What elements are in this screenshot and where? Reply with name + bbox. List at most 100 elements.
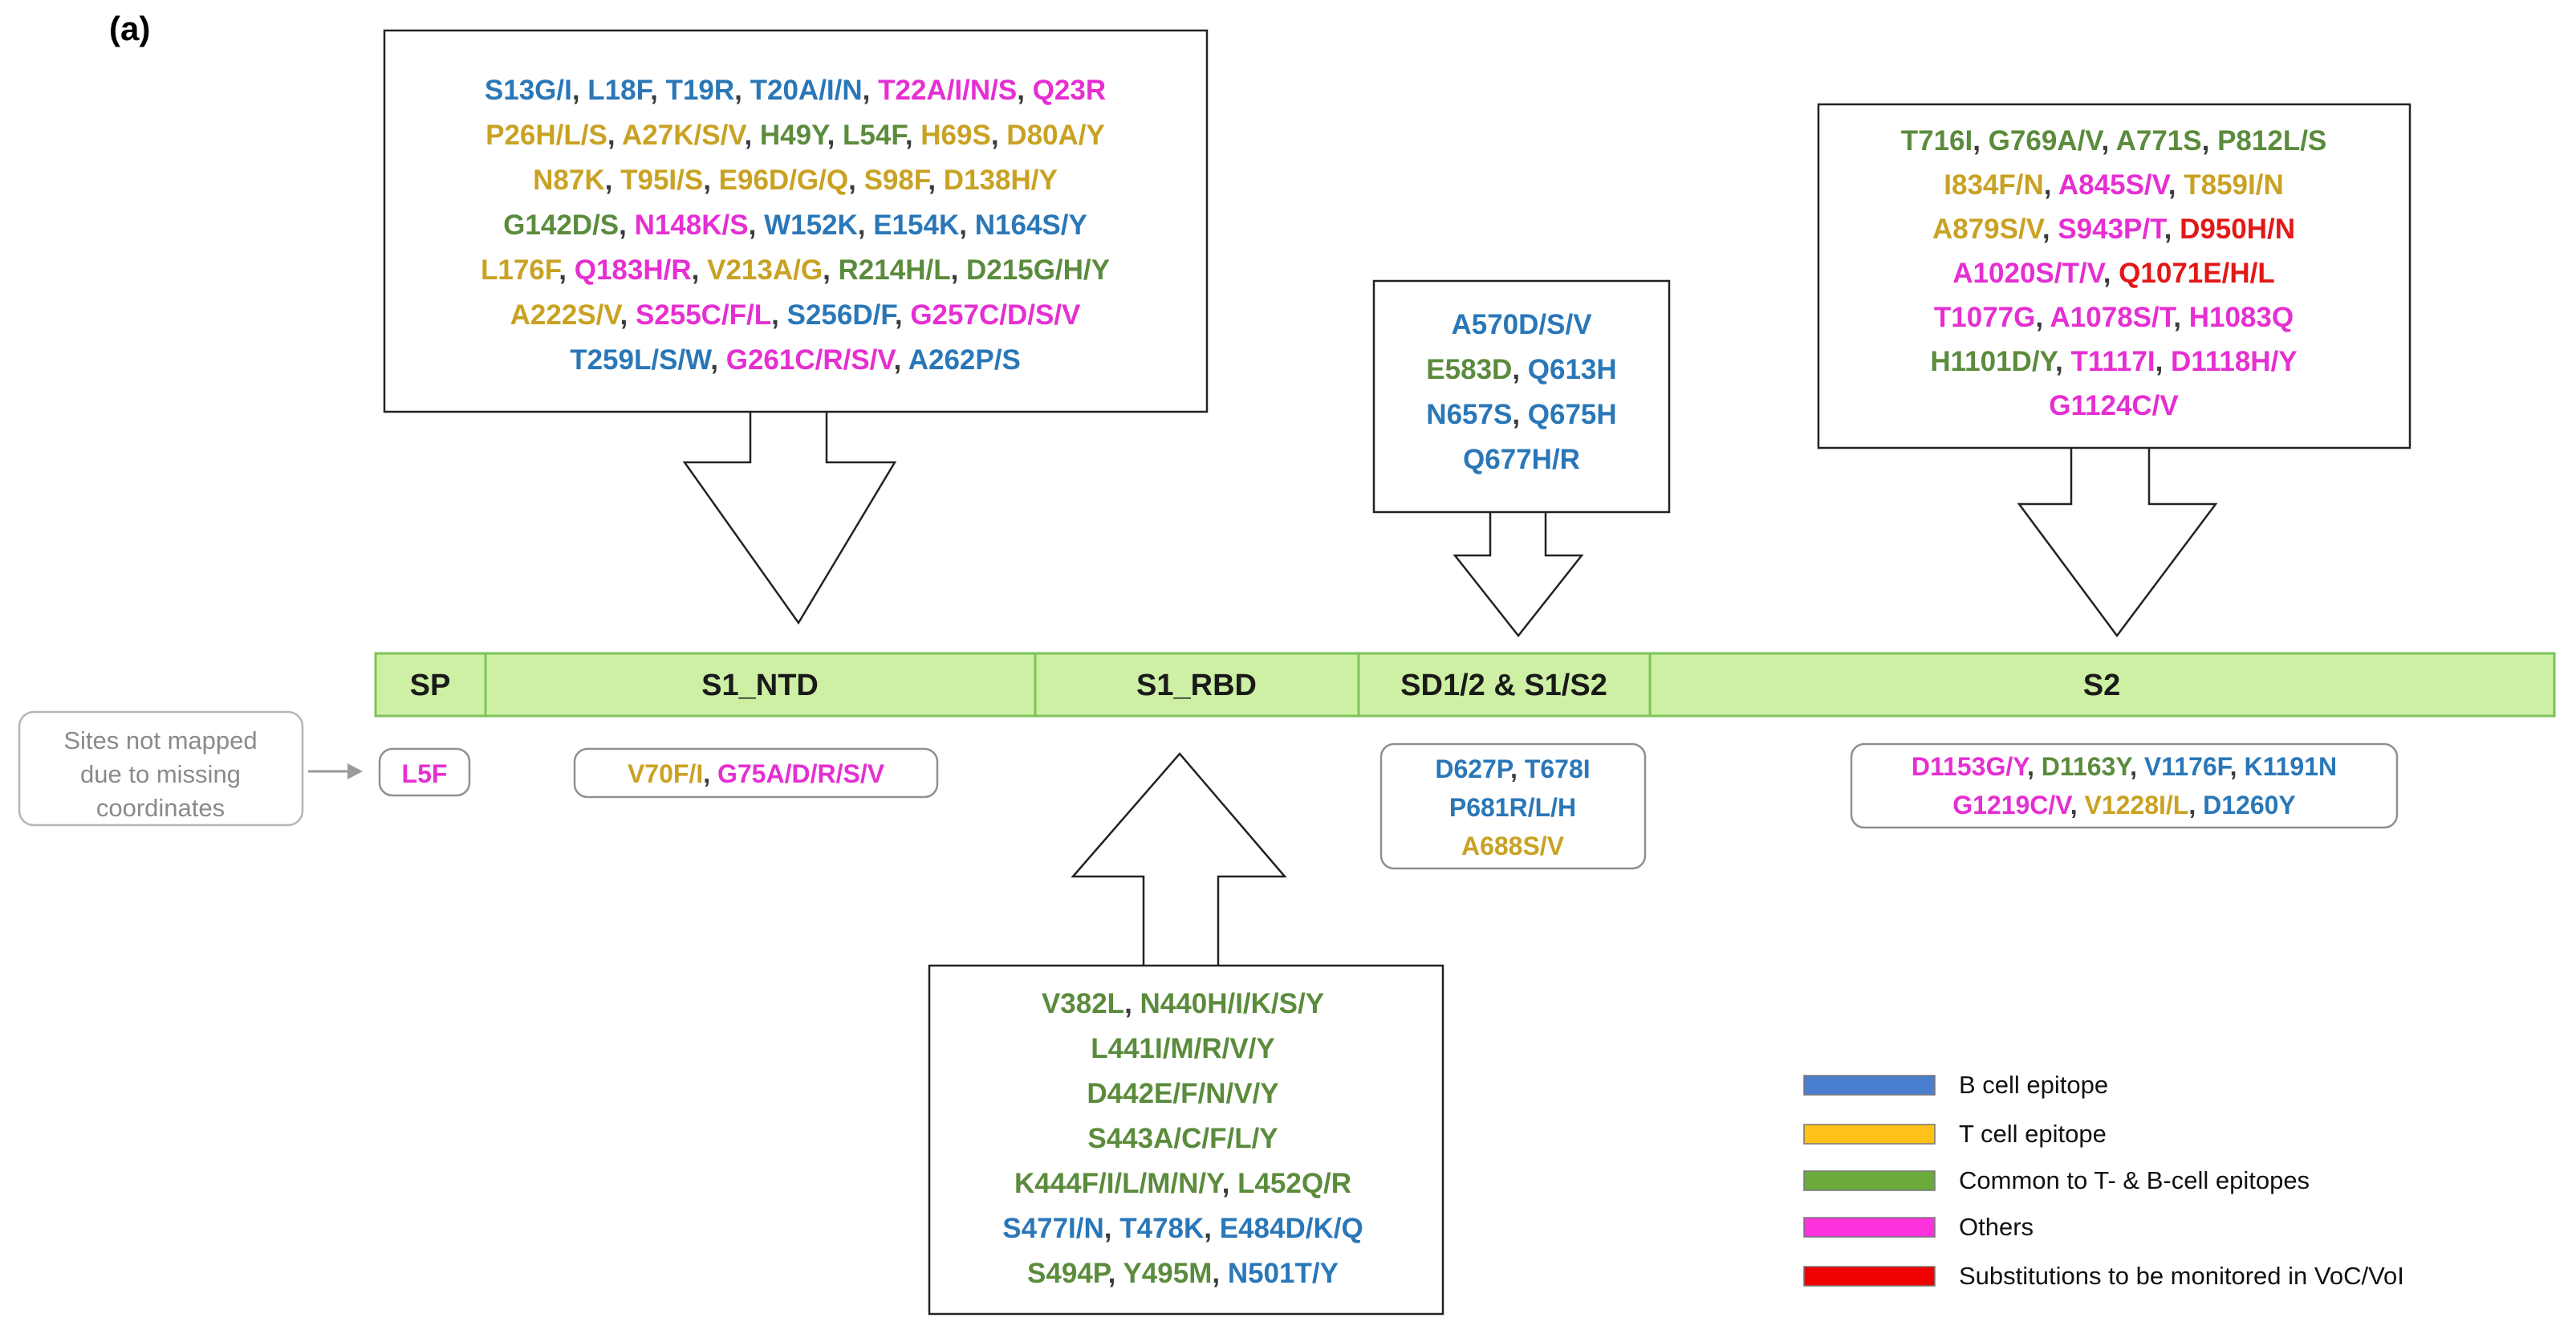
separator: , xyxy=(858,209,873,241)
ntd-callout-box xyxy=(383,29,1209,413)
mutation-label: V1176F xyxy=(2144,752,2233,781)
separator: , xyxy=(744,120,759,151)
mutation-label: G75A/D/R/S/V xyxy=(717,759,885,788)
s2-unmapped-box xyxy=(1850,742,2399,829)
separator: , xyxy=(1512,399,1527,430)
mutation-label: D1153G/Y xyxy=(1912,752,2030,781)
separator: , xyxy=(2035,302,2050,333)
sd-unmapped-line: D627P, T678I xyxy=(1435,754,1590,783)
mutation-label: T259L/S/W xyxy=(570,344,712,376)
mutation-label: G142D/S xyxy=(503,209,619,241)
mutation-label: T1117I xyxy=(2070,346,2155,377)
separator: , xyxy=(2202,125,2217,157)
rbd-callout-line: S443A/C/F/L/Y xyxy=(1087,1123,1278,1154)
mutation-label: H1083Q xyxy=(2189,302,2294,333)
separator: , xyxy=(2173,302,2188,333)
separator: , xyxy=(928,165,943,196)
mutation-label: Y495M xyxy=(1123,1258,1212,1289)
note-line: Sites not mapped xyxy=(63,726,257,754)
mutation-label: D1163Y xyxy=(2042,752,2133,781)
mutation-label: G1124C/V xyxy=(2049,390,2179,421)
mutation-label: Q183H/R xyxy=(575,254,692,286)
mutation-label: P812L/S xyxy=(2217,125,2326,157)
mutation-label: D627P xyxy=(1435,754,1514,783)
note-box xyxy=(18,710,304,827)
note-pointer-arrowhead xyxy=(347,763,363,779)
separator: , xyxy=(905,120,920,151)
mutation-label: E484D/K/Q xyxy=(1220,1213,1363,1244)
mutation-label: H1101D/Y xyxy=(1930,346,2058,377)
separator: , xyxy=(2230,752,2245,781)
legend-label-2: Common to T- & B-cell epitopes xyxy=(1959,1166,2310,1194)
separator: , xyxy=(1212,1258,1227,1289)
separator: , xyxy=(894,344,908,376)
s2-arrow xyxy=(2017,445,2218,638)
mutation-label: T678I xyxy=(1525,754,1591,783)
mutation-label: Q23R xyxy=(1033,75,1106,106)
separator: , xyxy=(703,759,717,788)
mutation-label: E96D/G/Q xyxy=(719,165,848,196)
separator: , xyxy=(734,75,750,106)
sd-callout-line: Q677H/R xyxy=(1463,444,1580,475)
separator: , xyxy=(2155,346,2171,377)
mutation-label: V70F/I xyxy=(628,759,703,788)
separator: , xyxy=(749,209,764,241)
separator: , xyxy=(863,75,878,106)
rbd-arrow xyxy=(1071,752,1287,970)
legend-label-3: Others xyxy=(1959,1213,2034,1241)
separator: , xyxy=(2188,791,2203,820)
mutation-label: T1077G xyxy=(1934,302,2035,333)
note-line: coordinates xyxy=(96,794,225,822)
ntd-arrow xyxy=(682,408,897,625)
mutation-label: V213A/G xyxy=(707,254,823,286)
mutation-label: T22A/I/N/S xyxy=(878,75,1017,106)
mutation-label: K444F/I/L/M/N/Y xyxy=(1014,1168,1225,1199)
mutation-label: S255C/F/L xyxy=(636,299,771,331)
mutation-label: A845S/V xyxy=(2058,169,2172,201)
mutation-label: D442E/F/N/V/Y xyxy=(1087,1078,1278,1109)
sd-unmapped-line: P681R/L/H xyxy=(1449,793,1576,822)
separator: , xyxy=(823,254,838,286)
mutation-label: N164S/Y xyxy=(975,209,1087,241)
mutation-label: S13G/I xyxy=(485,75,572,106)
ntd-callout-line: T259L/S/W, G261C/R/S/V, A262P/S xyxy=(570,344,1021,376)
mutation-label: E583D xyxy=(1426,354,1512,385)
sp-unmapped-box xyxy=(378,747,471,797)
sc2-callout-line: A1020S/T/V, Q1071E/H/L xyxy=(1952,258,2274,289)
separator: , xyxy=(959,209,974,241)
ntd-callout-line: G142D/S, N148K/S, W152K, E154K, N164S/Y xyxy=(503,209,1087,241)
separator: , xyxy=(771,299,786,331)
legend-label-4: Substitutions to be monitored in VoC/VoI xyxy=(1959,1262,2404,1290)
mutation-label: S494P xyxy=(1027,1258,1111,1289)
rbd-callout-line: L441I/M/R/V/Y xyxy=(1091,1033,1275,1064)
sd-callout-line: N657S, Q675H xyxy=(1426,399,1616,430)
sc2-callout-line: A879S/V, S943P/T, D950H/N xyxy=(1932,214,2295,245)
separator: , xyxy=(559,254,574,286)
separator: , xyxy=(2130,752,2144,781)
rbd-callout-box xyxy=(928,964,1444,1316)
mutation-label: T95I/S xyxy=(620,165,703,196)
sd-callout-line: E583D, Q613H xyxy=(1426,354,1616,385)
mutation-label: A570D/S/V xyxy=(1451,309,1592,340)
mutation-label: I834F/N xyxy=(1944,169,2044,201)
ntd-unmapped-line: V70F/I, G75A/D/R/S/V xyxy=(628,759,885,788)
mutation-label: L54F xyxy=(843,120,908,151)
mutation-label: H49Y xyxy=(760,120,830,151)
legend-swatch-2 xyxy=(1803,1170,1936,1191)
domain-label-4: S2 xyxy=(2083,669,2120,702)
separator: , xyxy=(650,75,665,106)
legend-swatch-1 xyxy=(1803,1124,1936,1145)
mutation-label: S477I/N xyxy=(1002,1213,1103,1244)
mutation-label: P26H/L/S xyxy=(486,120,607,151)
mutation-label: N501T/Y xyxy=(1228,1258,1339,1289)
ntd-callout-line: S13G/I, L18F, T19R, T20A/I/N, T22A/I/N/S… xyxy=(485,75,1106,106)
mutation-label: A1078S/T xyxy=(2050,302,2176,333)
mutation-label: W152K xyxy=(764,209,858,241)
mutation-label: S443A/C/F/L/Y xyxy=(1087,1123,1278,1154)
mutation-label: K1191N xyxy=(2244,752,2337,781)
mutation-label: D80A/Y xyxy=(1006,120,1105,151)
separator: , xyxy=(1973,125,1988,157)
